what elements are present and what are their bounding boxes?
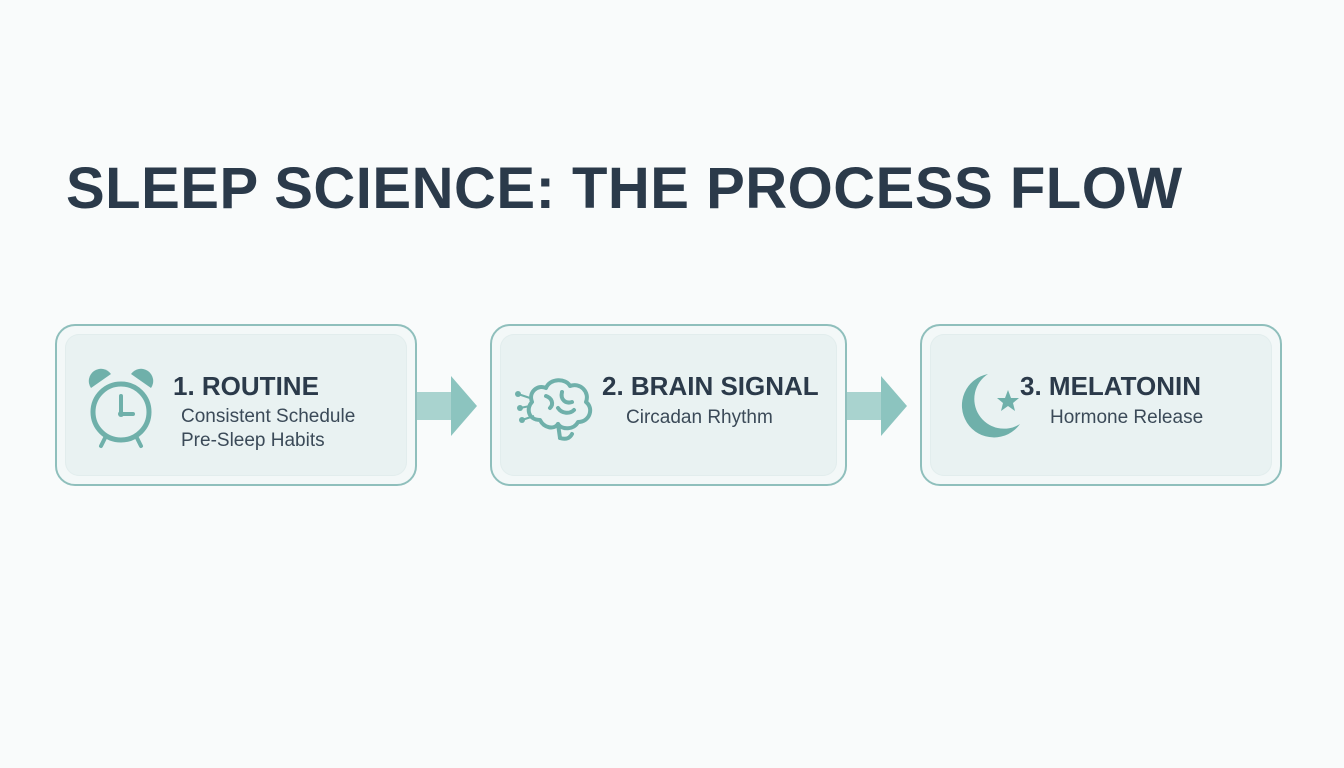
step-heading: 3. MELATONIN [1020, 371, 1202, 401]
step-detail: Consistent Schedule [181, 406, 356, 427]
step-detail: Pre-Sleep Habits [181, 430, 325, 451]
alarm-clock-icon [88, 368, 154, 448]
arrow-right-icon [417, 376, 477, 436]
arrow-right-icon [847, 376, 907, 436]
step-card-melatonin: 3. MELATONIN Hormone Release [920, 324, 1282, 486]
step-card-routine: 1. ROUTINE Consistent Schedule Pre-Sleep… [55, 324, 417, 486]
page-title: SLEEP SCIENCE: THE PROCESS FLOW [66, 156, 1183, 221]
step-card-inner: 2. BRAIN SIGNAL Circadan Rhythm [500, 334, 837, 476]
step-heading: 2. BRAIN SIGNAL [602, 371, 819, 401]
brain-icon [515, 378, 593, 441]
step-card-brain-signal: 2. BRAIN SIGNAL Circadan Rhythm [490, 324, 847, 486]
step-heading: 1. ROUTINE [173, 371, 319, 401]
step-detail: Hormone Release [1050, 407, 1204, 428]
step-card-inner: 1. ROUTINE Consistent Schedule Pre-Sleep… [65, 334, 407, 476]
step-card-inner: 3. MELATONIN Hormone Release [930, 334, 1272, 476]
moon-star-icon [961, 374, 1020, 438]
step-detail: Circadan Rhythm [626, 407, 773, 428]
